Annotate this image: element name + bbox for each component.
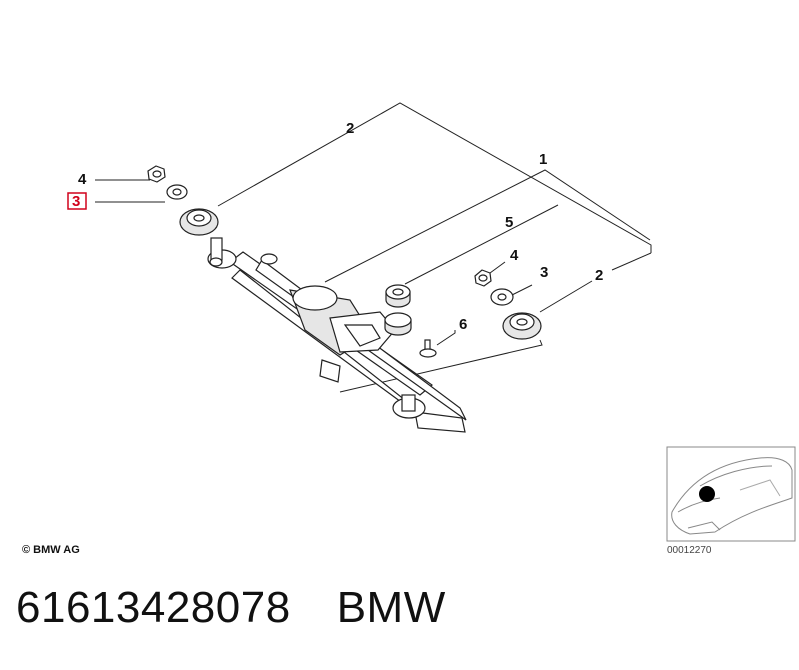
part-number-footer: 61613428078 BMW	[16, 583, 446, 633]
part-washer-right	[490, 288, 514, 306]
copyright-text: © BMW AG	[22, 544, 80, 556]
callout-6: 6	[459, 316, 467, 333]
callout-4-right: 4	[510, 247, 519, 264]
part-grommet-right	[502, 312, 542, 340]
part-nut-right	[474, 269, 492, 287]
callout-3-left: 3	[72, 193, 80, 210]
callout-2-top: 2	[346, 120, 354, 137]
wiper-linkage	[207, 237, 467, 433]
part-grommet-left	[179, 208, 219, 236]
leader-lines	[95, 102, 652, 393]
callout-highlight-box	[67, 192, 87, 210]
location-marker	[699, 486, 715, 502]
callout-3-right: 3	[540, 264, 548, 281]
part-number: 61613428078	[16, 583, 291, 632]
callout-5: 5	[505, 214, 513, 231]
part-nut-left	[147, 165, 166, 183]
part-bolt	[419, 339, 437, 358]
location-inset	[666, 446, 796, 542]
part-washer-left	[166, 184, 188, 200]
callout-2-right: 2	[595, 267, 603, 284]
callout-1: 1	[539, 151, 547, 168]
part-rubber-mount	[384, 284, 412, 336]
brand-name: BMW	[336, 583, 446, 632]
callout-4-left: 4	[78, 171, 87, 188]
image-number: 00012270	[667, 545, 712, 556]
